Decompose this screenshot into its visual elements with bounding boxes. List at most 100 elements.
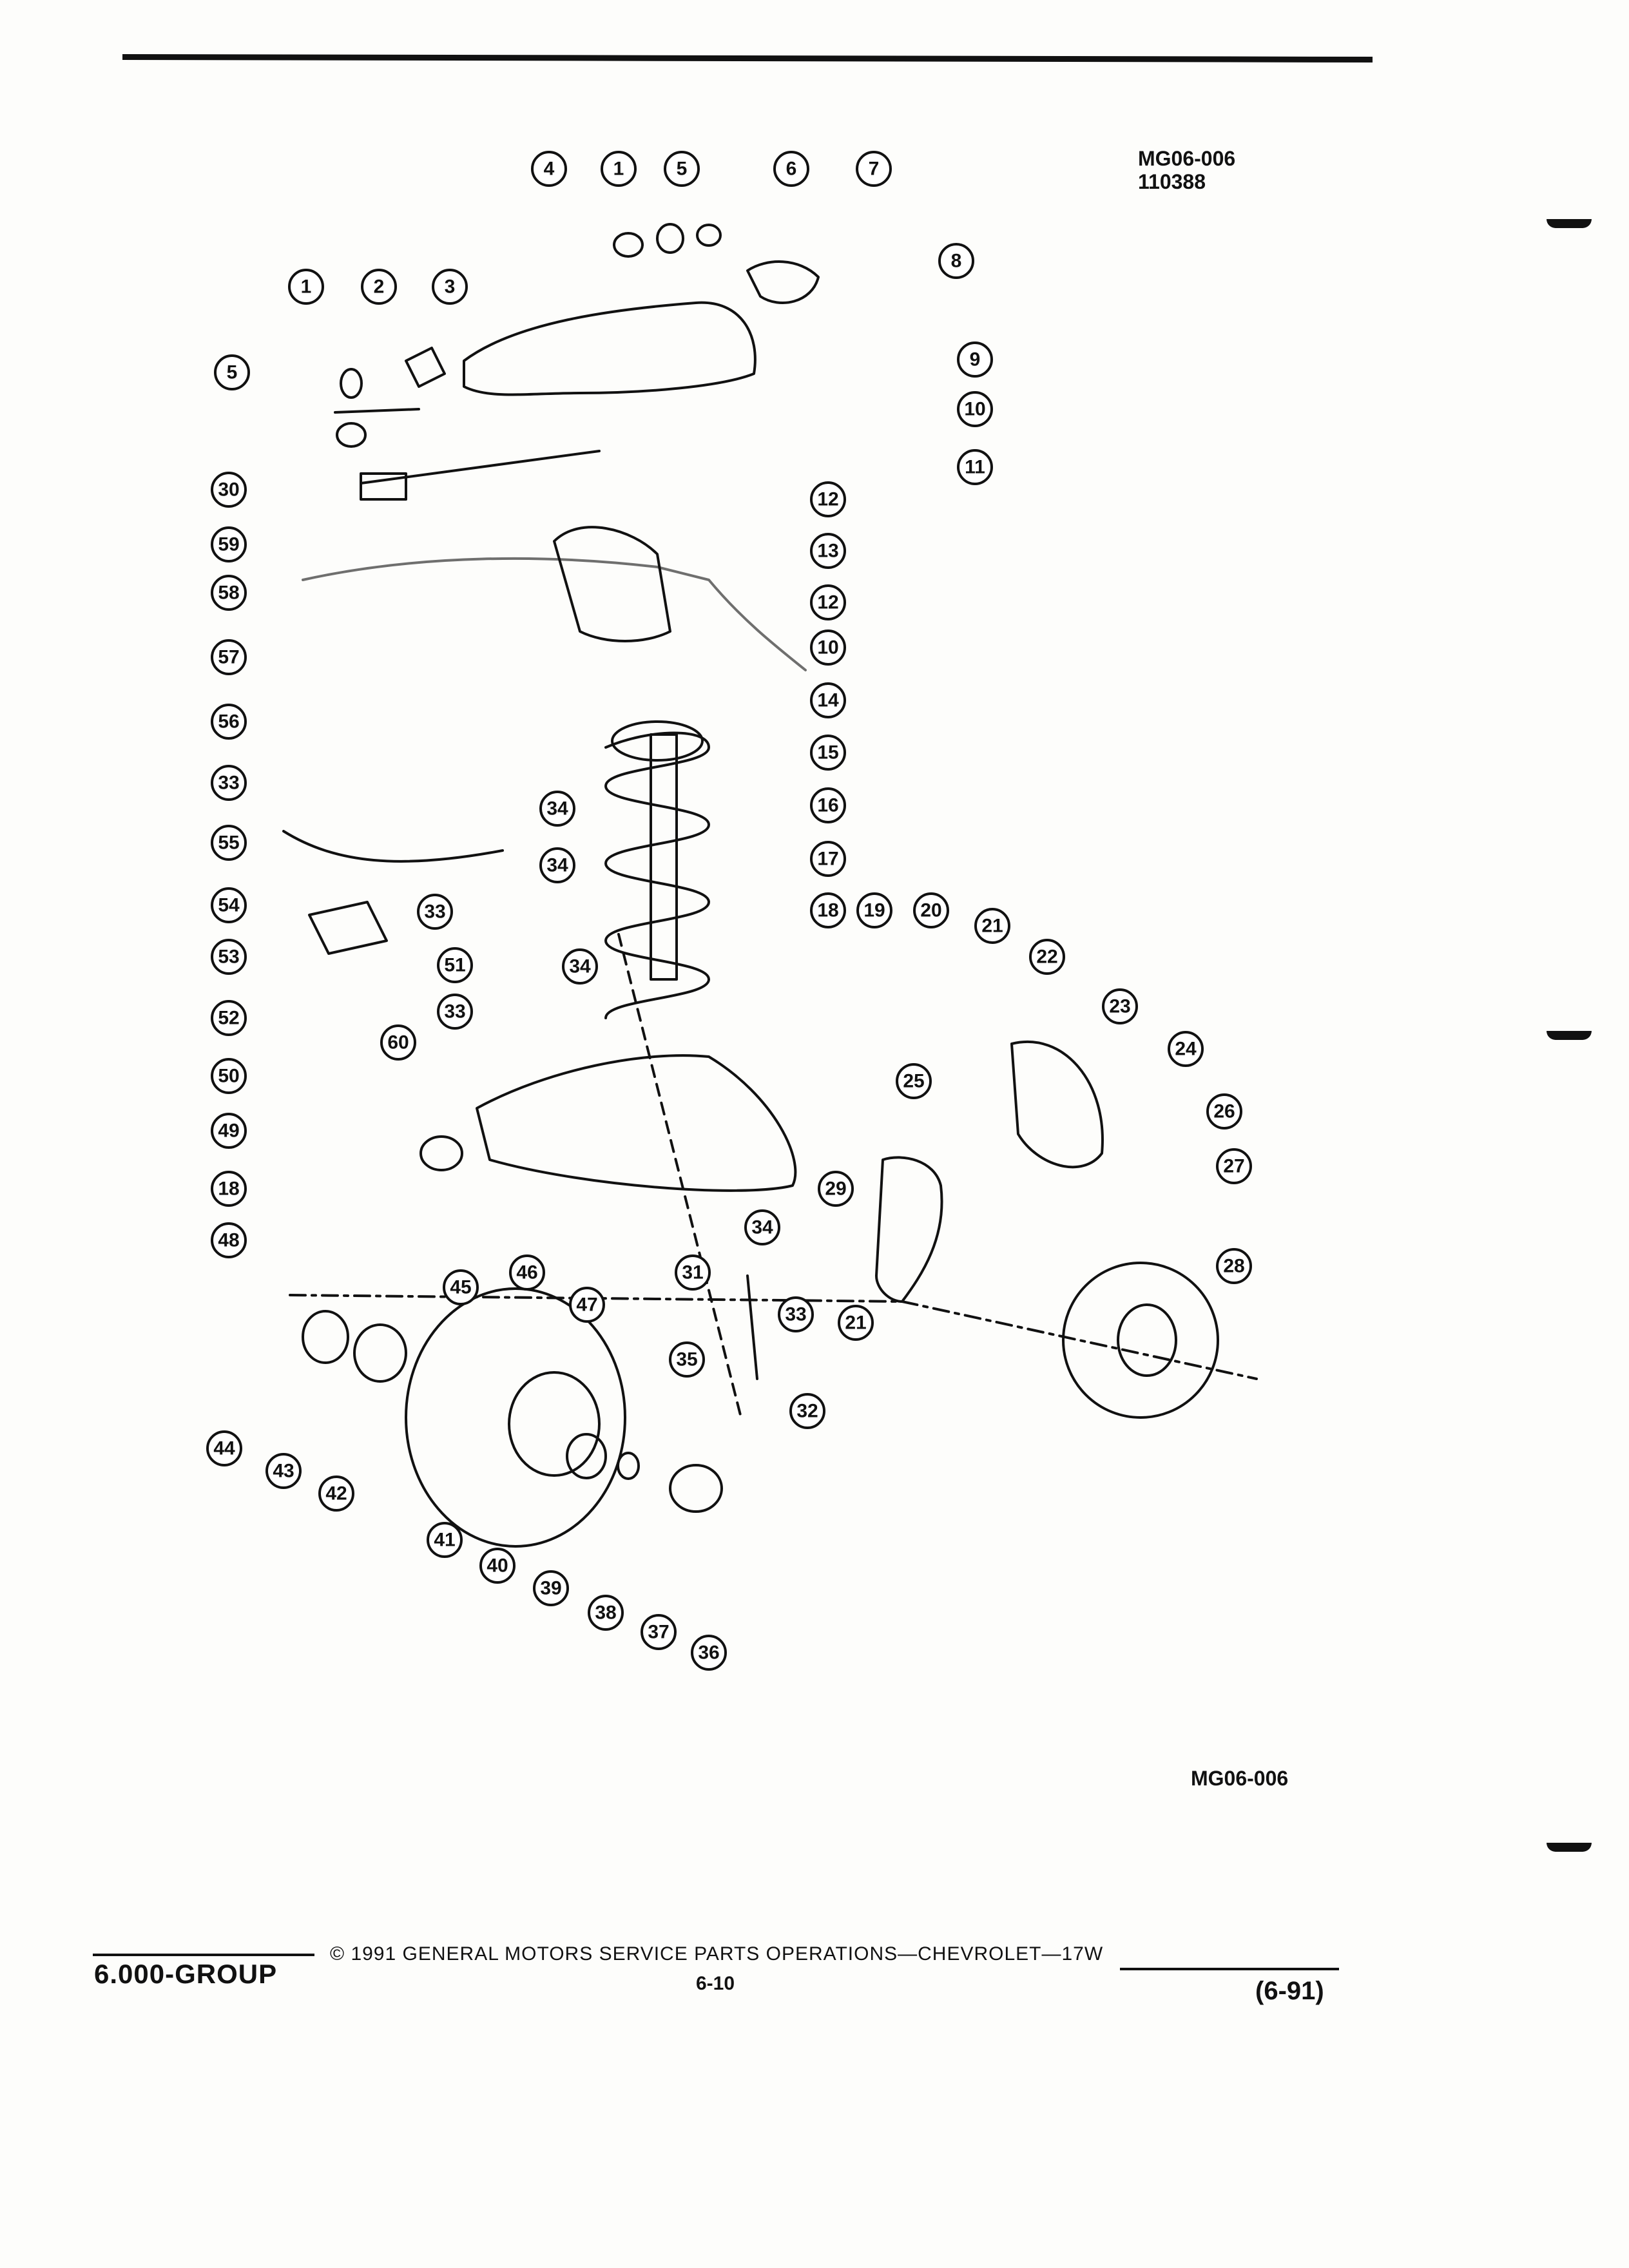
header-number: 110388: [1138, 170, 1206, 193]
callout-label: 52: [218, 1008, 239, 1029]
callout-29: 29: [818, 1171, 854, 1207]
callout-label: 34: [569, 956, 591, 977]
callout-34-2: 34: [539, 847, 575, 883]
callout-26: 26: [1206, 1093, 1242, 1129]
callout-label: 32: [796, 1401, 818, 1422]
callout-label: 14: [817, 690, 839, 711]
stabilizer-bracket: [308, 901, 388, 955]
callout-28: 28: [1216, 1248, 1252, 1284]
callout-30: 30: [211, 472, 247, 508]
footer-copyright: © 1991 GENERAL MOTORS SERVICE PARTS OPER…: [330, 1943, 1104, 1965]
strut-rod-bushing: [360, 472, 407, 501]
callout-36: 36: [691, 1635, 727, 1671]
callout-label: 11: [965, 457, 985, 478]
callout-2: 2: [361, 269, 397, 305]
callout-label: 43: [273, 1461, 294, 1482]
binder-mark-middle: [1547, 1031, 1592, 1040]
callout-label: 45: [450, 1277, 471, 1298]
callout-label: 16: [817, 795, 838, 816]
callout-9: 9: [957, 341, 993, 378]
callout-33: 33: [211, 765, 247, 801]
callout-31: 31: [675, 1254, 711, 1291]
washer-5: [336, 422, 367, 448]
callout-23: 23: [1102, 988, 1138, 1024]
callout-34-3: 34: [562, 948, 598, 985]
callout-38: 38: [588, 1595, 624, 1631]
frame-bracket: [553, 526, 671, 642]
nut-5: [696, 224, 722, 247]
callout-32: 32: [789, 1393, 825, 1429]
callout-label: 31: [682, 1262, 703, 1283]
callout-label: 37: [648, 1622, 669, 1643]
centerline: [617, 933, 742, 1419]
washer-1b: [656, 223, 684, 254]
callout-label: 53: [218, 947, 239, 968]
callout-34-4: 34: [744, 1209, 780, 1245]
callout-51: 51: [437, 947, 473, 983]
shield-hub: [1117, 1303, 1177, 1377]
callout-label: 12: [817, 489, 838, 510]
upper-ball-joint: [746, 260, 820, 304]
callout-53: 53: [211, 939, 247, 975]
assembly-outline: [289, 1294, 1258, 1380]
callout-12-2: 12: [810, 584, 846, 620]
callout-label: 23: [1109, 996, 1130, 1017]
callout-label: 33: [785, 1304, 806, 1325]
callout-27: 27: [1216, 1148, 1252, 1184]
footer-group: 6.000-GROUP: [94, 1959, 278, 1989]
callout-19: 19: [856, 892, 892, 928]
callout-label: 38: [595, 1602, 616, 1624]
upper-control-arm: [463, 301, 757, 396]
callout-18-2: 18: [211, 1171, 247, 1207]
callout-34: 34: [539, 791, 575, 827]
callout-label: 1: [613, 159, 624, 180]
callout-58: 58: [211, 575, 247, 611]
coil-spring: [604, 731, 710, 1019]
callout-1: 1: [288, 269, 324, 305]
figure-label: MG06-006: [1191, 1767, 1289, 1790]
callout-60: 60: [380, 1024, 416, 1061]
callout-label: 8: [951, 251, 962, 272]
callout-label: 25: [903, 1071, 924, 1092]
callout-55: 55: [211, 825, 247, 861]
callout-label: 30: [218, 479, 239, 501]
footer-date: (6-91): [1255, 1977, 1324, 2005]
callout-label: 5: [677, 159, 688, 180]
callout-label: 10: [817, 637, 838, 658]
callout-6: 6: [773, 151, 809, 187]
washer-1: [340, 368, 363, 399]
callout-label: 47: [576, 1294, 597, 1316]
washer-38: [617, 1452, 640, 1480]
callout-label: 15: [817, 742, 838, 764]
callout-11: 11: [957, 449, 993, 485]
callout-14: 14: [810, 682, 846, 718]
callout-52: 52: [211, 1000, 247, 1036]
callout-label: 7: [869, 159, 880, 180]
callout-label: 18: [817, 900, 838, 921]
callout-label: 3: [445, 276, 456, 298]
callout-17: 17: [810, 841, 846, 877]
callout-label: 44: [213, 1438, 235, 1459]
binder-mark-top: [1547, 219, 1592, 228]
callout-label: 4: [544, 159, 555, 180]
callout-label: 2: [374, 276, 385, 298]
callout-21: 21: [974, 908, 1010, 944]
callout-16: 16: [810, 787, 846, 823]
header-code-block: MG06-006 110388: [1138, 147, 1235, 193]
callout-5: 5: [214, 354, 250, 390]
callout-label: 34: [546, 855, 568, 876]
footer-group-rule: [93, 1954, 314, 1956]
callout-54: 54: [211, 887, 247, 923]
callout-22: 22: [1029, 939, 1065, 975]
callout-label: 41: [434, 1530, 455, 1551]
lower-arm-bushing: [419, 1135, 463, 1171]
binder-mark-bottom: [1547, 1843, 1592, 1852]
callout-25: 25: [896, 1063, 932, 1099]
callout-label: 28: [1223, 1256, 1244, 1277]
callout-47: 47: [569, 1287, 605, 1323]
callout-39: 39: [533, 1570, 569, 1606]
callout-label: 10: [964, 399, 985, 420]
spring-insulator: [611, 720, 704, 762]
